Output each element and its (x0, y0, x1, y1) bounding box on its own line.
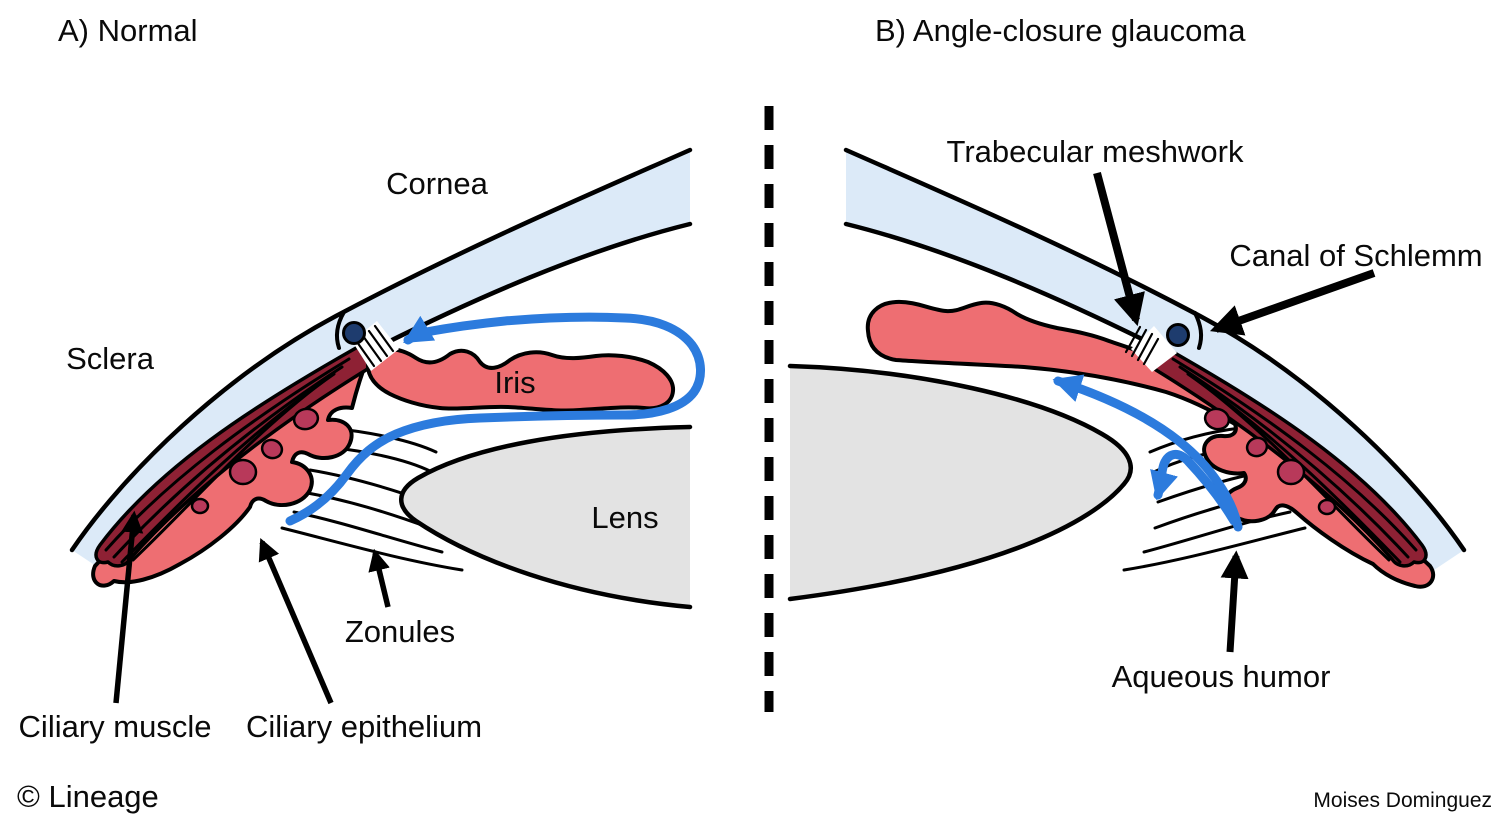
trabecular-meshwork-arrow (1093, 171, 1145, 327)
limbus-junction-line-b (1193, 311, 1204, 350)
blood-vessel-spots (190, 407, 320, 515)
limbus-junction-line (334, 310, 346, 350)
label-zonules: Zonules (344, 614, 456, 649)
panel-a-illustration (69, 147, 705, 705)
label-iris: Iris (494, 365, 536, 400)
label-aqueous-humor: Aqueous humor (1111, 659, 1331, 694)
zonules-arrow (368, 548, 391, 608)
aqueous-humor-arrow (1220, 550, 1249, 653)
canal-of-schlemm-arrow (1209, 269, 1376, 336)
label-canal-of-schlemm: Canal of Schlemm (1229, 238, 1483, 273)
label-ciliary-muscle: Ciliary muscle (18, 709, 212, 744)
trabecular-meshwork-hatch-b (1124, 325, 1177, 372)
lens-shape (399, 424, 693, 610)
ciliary-epithelium-arrow (258, 537, 334, 705)
blood-vessel-spots-b (1203, 407, 1337, 516)
canal-of-schlemm-dot (342, 321, 366, 345)
aqueous-flow-arrows-b (1052, 374, 1243, 532)
lens-shape-b (787, 363, 1133, 602)
copyright-text: © Lineage (17, 779, 159, 814)
ciliary-muscle-arrow (113, 510, 144, 704)
canal-of-schlemm-dot-b (1166, 323, 1190, 347)
panel-b-title: B) Angle-closure glaucoma (875, 13, 1246, 48)
credit-text: Moises Dominguez (1313, 789, 1492, 812)
label-cornea: Cornea (386, 166, 488, 201)
label-trabecular-meshwork: Trabecular meshwork (946, 134, 1244, 169)
label-ciliary-epithelium: Ciliary epithelium (245, 709, 483, 744)
panel-b-illustration (787, 147, 1467, 653)
label-lens: Lens (591, 500, 659, 535)
label-sclera: Sclera (66, 341, 154, 376)
iris-shape (366, 347, 676, 413)
panel-a-title: A) Normal (58, 13, 198, 48)
aqueous-flow-arrow (285, 312, 705, 526)
